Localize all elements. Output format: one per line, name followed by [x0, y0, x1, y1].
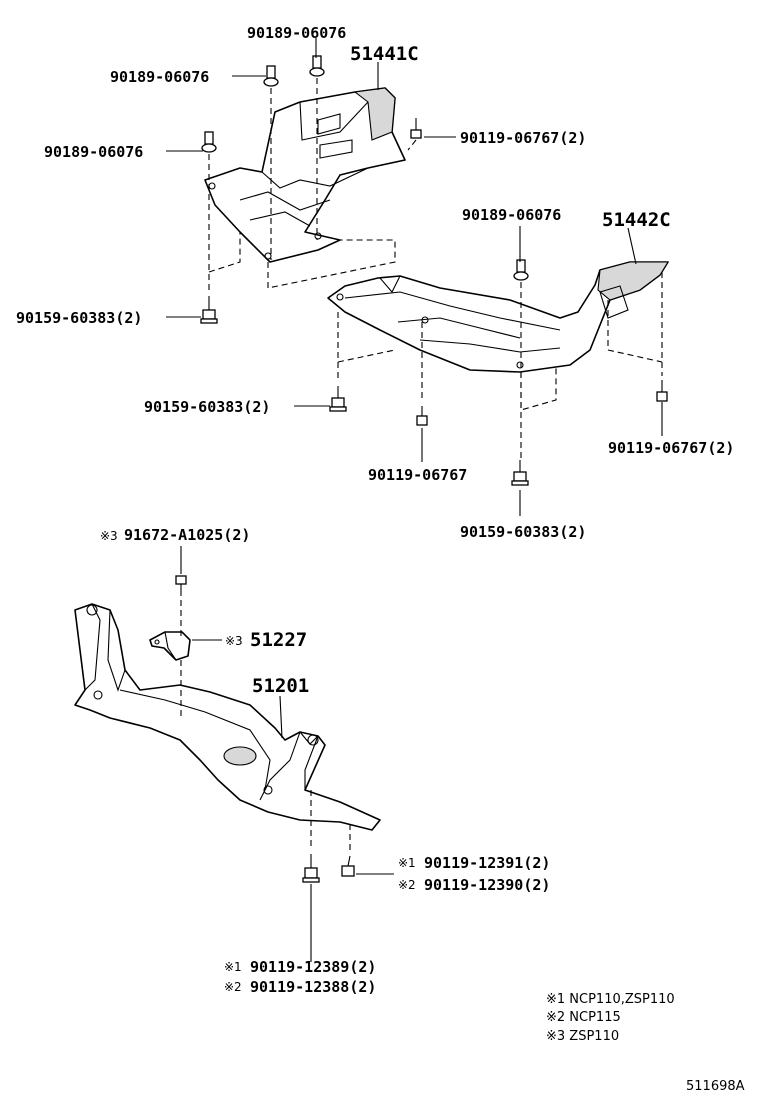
callout-91672-a1025-2: 91672-A1025(2): [124, 526, 250, 544]
mark-zsp110-bracket: ※3: [225, 634, 243, 648]
callout-90119-12388-2: 90119-12388(2): [250, 978, 376, 996]
fastener-bolt-9[interactable]: [656, 380, 668, 402]
legend-note-2: ※2 NCP115: [546, 1010, 621, 1025]
mark-ncp110-b: ※1: [224, 960, 242, 974]
fastener-clip-6[interactable]: [513, 259, 529, 281]
callout-90119-12390-2: 90119-12390(2): [424, 876, 550, 894]
callout-90119-06767-2-right: 90119-06767(2): [608, 439, 734, 457]
callout-90159-60383-2-bottom: 90159-60383(2): [460, 523, 586, 541]
mark-ncp115-b: ※2: [224, 980, 242, 994]
fastener-bolt-7[interactable]: [329, 386, 347, 412]
callout-90119-12391-2: 90119-12391(2): [424, 854, 550, 872]
legend-note-1: ※1 NCP110,ZSP110: [546, 992, 675, 1007]
callout-90119-12389-2: 90119-12389(2): [250, 958, 376, 976]
fastener-clip-2[interactable]: [309, 55, 325, 77]
engine-under-cover-51442c[interactable]: [327, 261, 669, 373]
fastener-bolt-10[interactable]: [511, 460, 529, 486]
legend-note-3: ※3 ZSP110: [546, 1029, 619, 1044]
fastener-bolt-8[interactable]: [416, 406, 428, 426]
callout-90189-06076-left: 90189-06076: [110, 68, 209, 86]
assembly-dashed-lines: [180, 78, 663, 852]
callout-90189-06076-right: 90189-06076: [462, 206, 561, 224]
fastener-clip-1[interactable]: [263, 65, 279, 87]
mark-ncp110-a: ※1: [398, 856, 416, 870]
fastener-bolt-11[interactable]: [175, 575, 187, 596]
callout-51441c: 51441C: [350, 43, 419, 65]
callout-90189-06076-mid: 90189-06076: [44, 143, 143, 161]
callout-51227: 51227: [250, 629, 307, 651]
fastener-bolt-5[interactable]: [200, 296, 218, 324]
drawing-id: 511698A: [686, 1079, 745, 1094]
fastener-bolt-12[interactable]: [302, 854, 320, 883]
callout-90119-06767: 90119-06767: [368, 466, 467, 484]
engine-under-cover-51441c[interactable]: [204, 87, 406, 263]
bracket-51227[interactable]: [149, 631, 191, 661]
mark-ncp115-a: ※2: [398, 878, 416, 892]
leader-lines: [166, 38, 663, 962]
fastener-bolt-13[interactable]: [341, 855, 355, 877]
fastener-bolt-4[interactable]: [410, 118, 422, 139]
callout-90159-60383-2-left: 90159-60383(2): [16, 309, 142, 327]
callout-90119-06767-2-top: 90119-06767(2): [460, 129, 586, 147]
model-legend: ※1 NCP110,ZSP110 ※2 NCP115 ※3 ZSP110: [546, 992, 675, 1044]
crossmember-51201[interactable]: [74, 603, 381, 831]
callout-51442c: 51442C: [602, 209, 671, 231]
callout-51201: 51201: [252, 675, 309, 697]
callout-90159-60383-2-mid: 90159-60383(2): [144, 398, 270, 416]
fastener-clip-3[interactable]: [201, 131, 217, 153]
mark-zsp110-bolt: ※3: [100, 529, 118, 543]
callout-90189-06076-top: 90189-06076: [247, 24, 346, 42]
